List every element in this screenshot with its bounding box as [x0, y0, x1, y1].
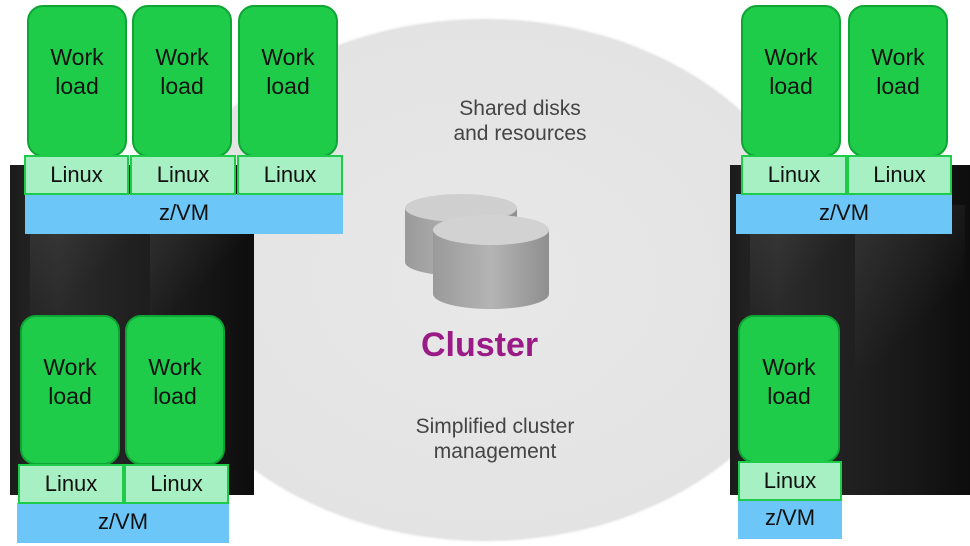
workload-line-1: Work: [50, 44, 104, 70]
workload-line-1: Work: [764, 44, 818, 70]
workload-line-1: Work: [155, 44, 209, 70]
linux-box: Linux: [847, 155, 952, 195]
workload-line-1: Work: [43, 354, 97, 380]
linux-box: Linux: [24, 155, 129, 195]
linux-box: Linux: [237, 155, 343, 195]
shared-label-line-1: Shared disks: [459, 97, 581, 120]
cluster-management-label: Simplified cluster management: [380, 414, 610, 464]
front-cylinder: [433, 215, 549, 309]
mgmt-label-line-1: Simplified cluster: [415, 415, 575, 438]
workload-box: Work load: [27, 5, 127, 157]
workload-line-2: load: [769, 73, 813, 99]
mgmt-label-line-2: management: [433, 440, 557, 463]
workload-box: Work load: [20, 315, 120, 465]
linux-box: Linux: [130, 155, 236, 195]
workload-line-1: Work: [871, 44, 925, 70]
linux-box: Linux: [124, 464, 229, 504]
linux-box: Linux: [738, 461, 842, 501]
zvm-bar-right-top: z/VM: [736, 194, 952, 234]
zvm-bar-left-top: z/VM: [25, 194, 343, 234]
workload-box: Work load: [132, 5, 232, 157]
workload-box: Work load: [848, 5, 948, 157]
database-icon: [405, 194, 549, 309]
linux-box: Linux: [18, 464, 124, 504]
workload-box: Work load: [238, 5, 338, 157]
cluster-title: Cluster: [421, 326, 539, 364]
workload-box: Work load: [741, 5, 841, 157]
workload-line-1: Work: [261, 44, 315, 70]
shared-label-line-2: and resources: [453, 122, 587, 145]
workload-line-2: load: [160, 73, 204, 99]
workload-line-2: load: [153, 383, 197, 409]
zvm-bar-right-bottom: z/VM: [738, 499, 842, 539]
linux-box: Linux: [741, 155, 847, 195]
workload-line-2: load: [48, 383, 92, 409]
workload-line-2: load: [266, 73, 310, 99]
shared-disks-label: Shared disks and resources: [410, 96, 630, 146]
workload-line-2: load: [876, 73, 920, 99]
workload-line-2: load: [767, 383, 811, 409]
workload-line-1: Work: [148, 354, 202, 380]
workload-box: Work load: [125, 315, 225, 465]
workload-line-1: Work: [762, 354, 816, 380]
workload-box: Work load: [738, 315, 840, 463]
workload-line-2: load: [55, 73, 99, 99]
zvm-bar-left-bottom: z/VM: [17, 503, 229, 543]
